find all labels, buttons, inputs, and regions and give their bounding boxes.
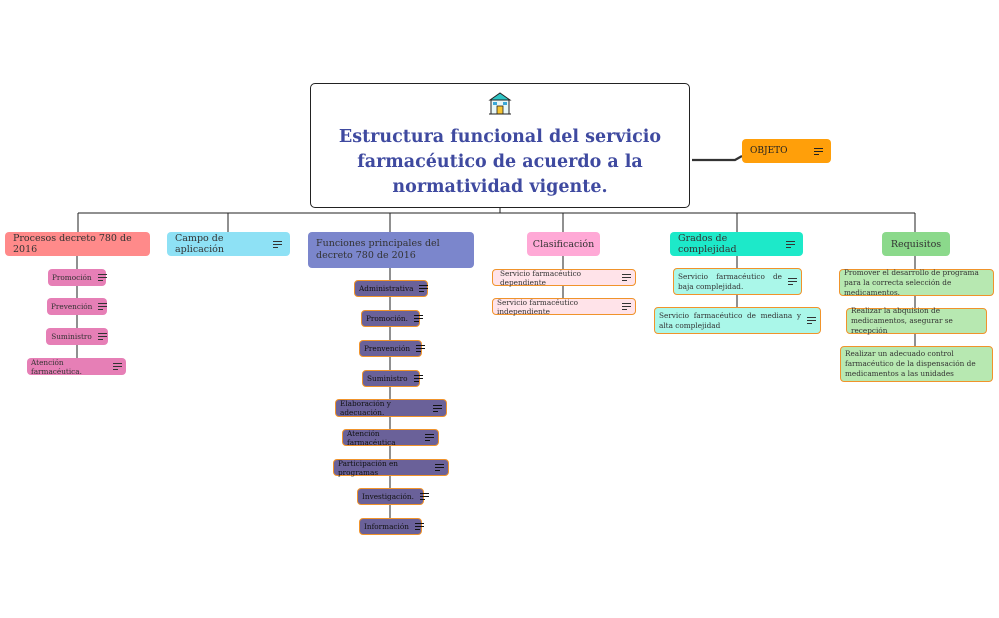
subtopic-prevencion[interactable]: Prevención xyxy=(47,298,108,315)
subtopic-label: Realizar un adecuado control farmacéutic… xyxy=(845,349,976,378)
subtopic-label: Atención farmacéutica xyxy=(347,428,396,447)
subtopic-elaboracion[interactable]: Elaboración y adecuación. xyxy=(335,399,447,417)
subtopic-prenvencion[interactable]: Prenvención xyxy=(359,340,426,357)
notes-icon xyxy=(419,493,429,500)
notes-icon xyxy=(97,274,107,281)
subtopic-atencion-farmaceutica[interactable]: Atención farmacéutica xyxy=(342,428,439,447)
notes-icon xyxy=(435,464,444,471)
subtopic-suministro[interactable]: Suministro xyxy=(46,328,108,345)
subtopic-dependiente[interactable]: Servicio farmacéutico dependiente xyxy=(492,268,636,287)
notes-icon xyxy=(413,375,423,382)
notes-icon xyxy=(433,404,442,412)
subtopic-label: Administrativa xyxy=(359,284,414,293)
notes-icon xyxy=(419,285,429,292)
branch-campo[interactable]: Campo de aplicación xyxy=(167,232,290,256)
branch-requisitos[interactable]: Requisitos xyxy=(882,232,950,256)
subtopic-promover[interactable]: Promover el desarrollo de programa para … xyxy=(839,267,994,297)
subtopic-label: Elaboración y adecuación. xyxy=(340,399,391,417)
notes-icon xyxy=(97,333,107,340)
notes-icon xyxy=(414,523,424,530)
notes-icon xyxy=(814,147,823,155)
subtopic-investigacion[interactable]: Investigación. xyxy=(357,488,429,505)
notes-icon xyxy=(788,278,797,285)
subtopic-label: Información xyxy=(364,522,409,531)
subtopic-label: Prevención xyxy=(51,302,93,311)
notes-icon xyxy=(413,315,423,322)
subtopic-label: Realizar la abquision de medicamentos, a… xyxy=(851,306,953,335)
central-topic[interactable]: Estructura funcional del servicio farmac… xyxy=(310,83,690,208)
subtopic-label: Servicio farmacéutico dependiente xyxy=(500,268,582,287)
subtopic-label: Investigación. xyxy=(362,492,414,501)
notes-icon xyxy=(273,240,282,248)
subtopic-participacion[interactable]: Participación en programas xyxy=(333,458,449,477)
objeto-topic[interactable]: OBJETO xyxy=(742,139,831,163)
subtopic-promocion[interactable]: Promoción xyxy=(48,269,107,286)
branch-procesos[interactable]: Procesos decreto 780 de 2016 xyxy=(5,232,150,256)
notes-icon xyxy=(425,434,434,441)
branch-clasificacion[interactable]: Clasificación xyxy=(527,232,600,256)
notes-icon xyxy=(622,303,631,310)
subtopic-label: Atención farmacéutica. xyxy=(31,357,82,376)
subtopic-administrativa[interactable]: Administrativa xyxy=(354,280,429,297)
subtopic-label: Prenvención xyxy=(364,344,411,353)
subtopic-mediana-alta[interactable]: Servicio farmacéutico de mediana y alta … xyxy=(654,307,821,334)
branch-grados[interactable]: Grados de complejidad xyxy=(670,232,803,256)
subtopic-independiente[interactable]: Servicio farmacéutico independiente xyxy=(492,297,636,316)
branch-label: Funciones principales del decreto 780 de… xyxy=(316,238,440,261)
notes-icon xyxy=(786,240,795,248)
subtopic-baja[interactable]: Servicio farmacéutico de baja complejida… xyxy=(673,268,802,295)
subtopic-promocion2[interactable]: Promoción. xyxy=(361,310,423,327)
subtopic-informacion[interactable]: Información xyxy=(359,518,424,535)
subtopic-label: Suministro xyxy=(367,374,408,383)
subtopic-control[interactable]: Realizar un adecuado control farmacéutic… xyxy=(840,346,993,382)
branch-label: Campo de aplicación xyxy=(175,233,225,255)
central-topic-title: Estructura funcional del servicio farmac… xyxy=(338,127,662,197)
subtopic-suministro2[interactable]: Suministro xyxy=(362,370,423,387)
subtopic-label: Servicio farmacéutico de mediana y alta … xyxy=(659,310,801,330)
subtopic-label: Servicio farmacéutico de baja complejida… xyxy=(678,271,782,291)
objeto-label: OBJETO xyxy=(750,146,788,156)
subtopic-adquisicion[interactable]: Realizar la abquision de medicamentos, a… xyxy=(846,306,987,335)
branch-label: Clasificación xyxy=(532,238,595,250)
notes-icon xyxy=(113,363,122,370)
branch-label: Requisitos xyxy=(890,238,942,250)
branch-funciones[interactable]: Funciones principales del decreto 780 de… xyxy=(308,232,474,268)
notes-icon xyxy=(416,345,426,352)
subtopic-label: Promoción xyxy=(52,273,92,282)
hospital-building-icon xyxy=(487,91,513,121)
subtopic-label: Promoción. xyxy=(366,314,408,323)
notes-icon xyxy=(807,317,816,324)
notes-icon xyxy=(98,303,108,310)
subtopic-label: Servicio farmacéutico independiente xyxy=(497,297,579,316)
subtopic-label: Suministro xyxy=(51,332,92,341)
subtopic-label: Promover el desarrollo de programa para … xyxy=(844,267,979,297)
subtopic-atencion[interactable]: Atención farmacéutica. xyxy=(27,357,126,376)
subtopic-label: Participación en programas xyxy=(338,458,398,477)
branch-label: Grados de complejidad xyxy=(678,233,737,255)
branch-label: Procesos decreto 780 de 2016 xyxy=(13,233,132,255)
notes-icon xyxy=(622,274,631,281)
